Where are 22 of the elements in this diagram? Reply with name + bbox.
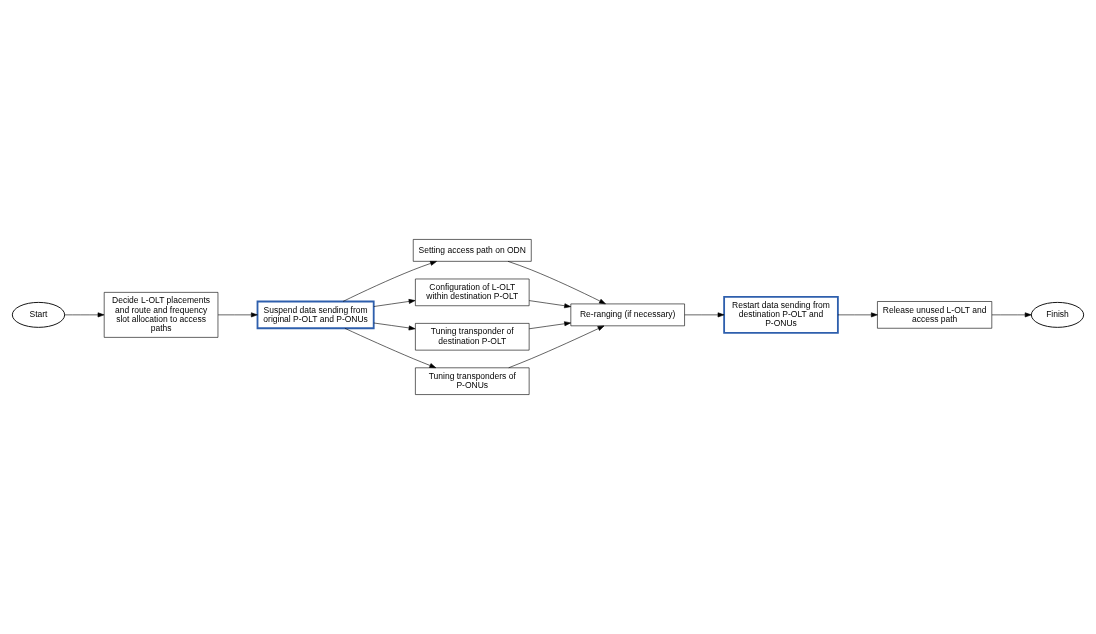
- node-box: Suspend data sending from original P-OLT and P-ONUs: [256, 300, 375, 330]
- arrow: [528, 300, 571, 309]
- node-box: Tuning transponder of destination P-OLT: [415, 323, 530, 351]
- arrow: [837, 312, 878, 318]
- node-box: Release unused L-OLT and access path: [877, 301, 993, 329]
- arrow: [344, 328, 437, 369]
- node-ellipse: Finish: [1030, 301, 1085, 328]
- node-ellipse: Start: [11, 301, 66, 328]
- arrow: [373, 299, 416, 307]
- arrow: [342, 261, 437, 302]
- arrow: [528, 321, 571, 330]
- node-box: Setting access path on ODN: [412, 239, 532, 262]
- arrow: [217, 312, 258, 318]
- node-box: Restart data sending from destination P-OLT and P-ONUs: [723, 296, 839, 334]
- arrow: [684, 312, 725, 318]
- node-box: Decide L-OLT placements and route and frequency slot allocation to access paths: [103, 292, 219, 338]
- arrow: [373, 322, 416, 331]
- node-box: Configuration of L-OLT within destination P-OLT: [415, 278, 530, 307]
- arrow: [64, 312, 105, 318]
- node-box: Re-ranging (if necessary): [570, 303, 685, 327]
- arrow: [991, 312, 1032, 318]
- node-box: Tuning transponders of P-ONUs: [415, 367, 530, 395]
